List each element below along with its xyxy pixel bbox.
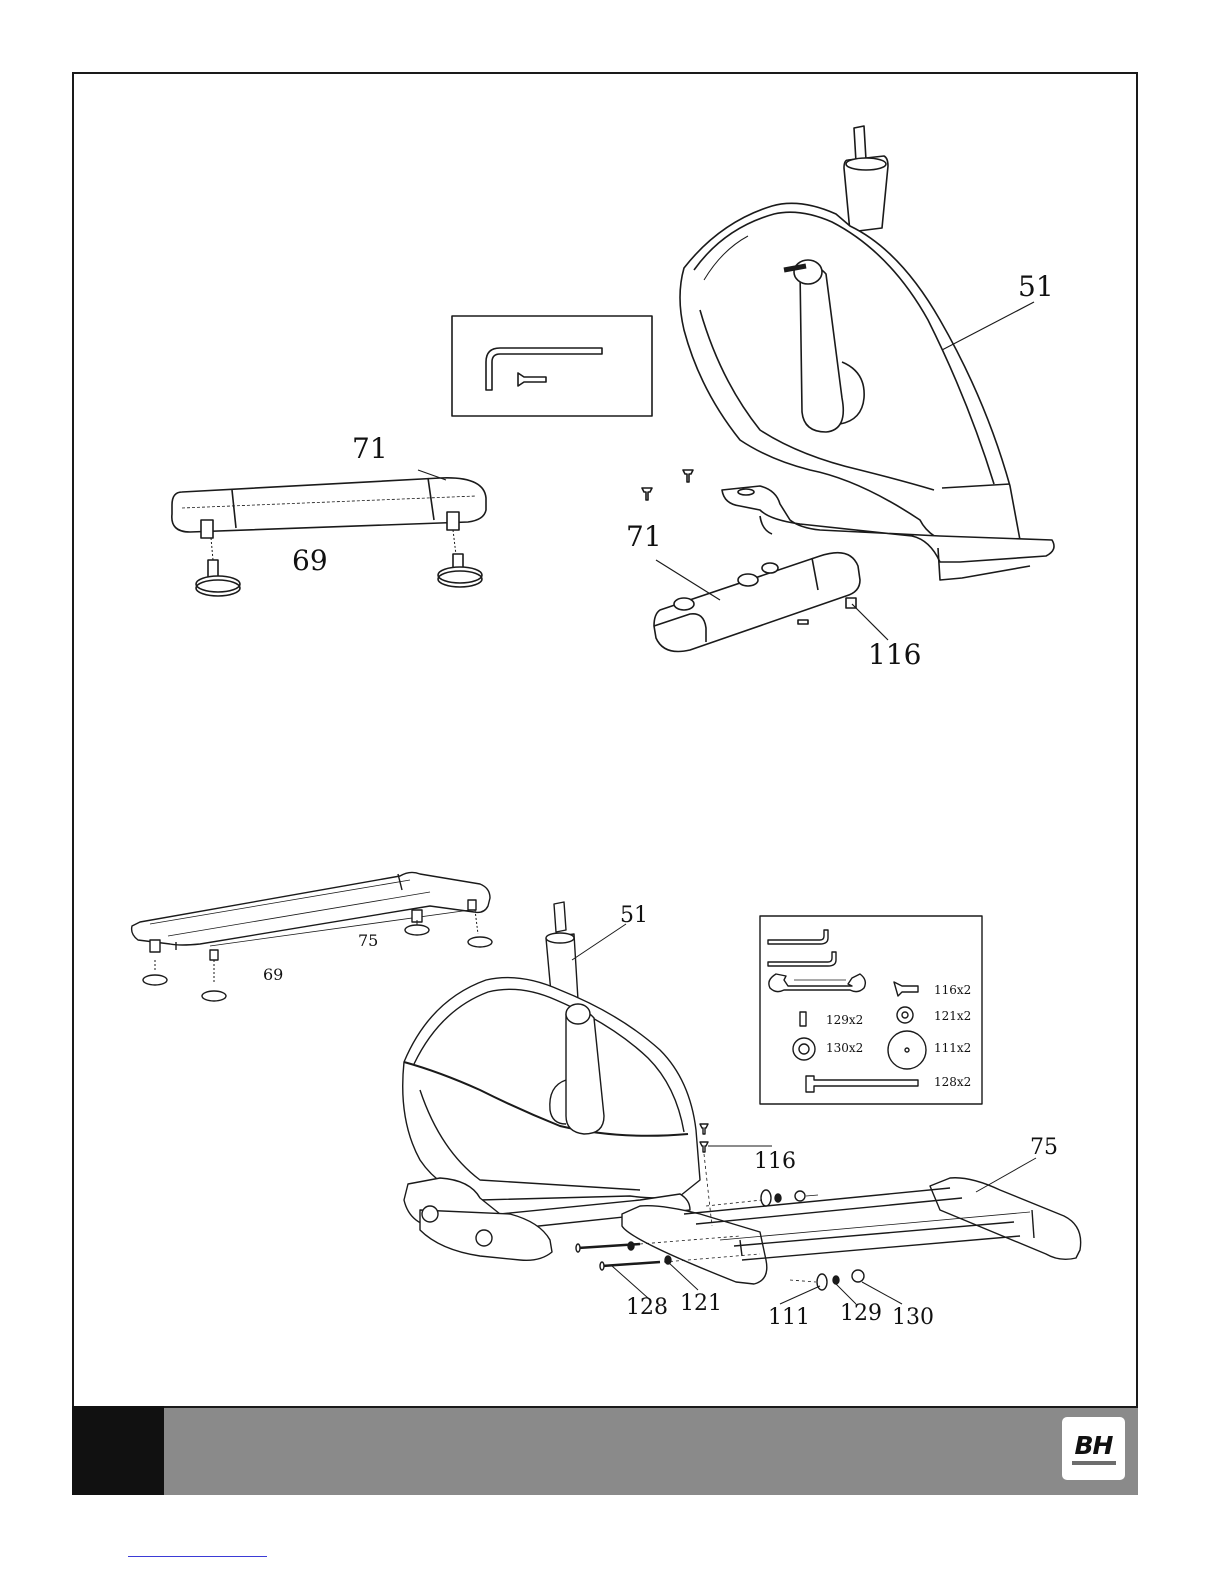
base-75-attached bbox=[622, 1178, 1081, 1284]
stabilizer-75-exploded bbox=[132, 872, 492, 1001]
leader-116-top bbox=[852, 604, 888, 640]
kit-label-129: 129x2 bbox=[826, 1013, 863, 1027]
callout-69-bottom: 69 bbox=[263, 965, 283, 984]
callout-129: 129 bbox=[840, 1301, 882, 1326]
kit-label-111: 111x2 bbox=[934, 1041, 971, 1055]
callout-69-top: 69 bbox=[292, 544, 328, 577]
bh-logo: BH bbox=[1062, 1417, 1125, 1480]
top-bolts bbox=[642, 470, 693, 500]
stabilizer-71-exploded bbox=[172, 478, 486, 596]
leader-71-attached bbox=[656, 560, 720, 600]
leader-121 bbox=[668, 1262, 698, 1290]
footer-bar bbox=[72, 1406, 1138, 1495]
leader-128 bbox=[612, 1266, 648, 1298]
kit-label-116: 116x2 bbox=[934, 983, 971, 997]
top-tool-box bbox=[452, 316, 652, 416]
kit-label-128: 128x2 bbox=[934, 1075, 971, 1089]
callout-51-top: 51 bbox=[1018, 270, 1054, 303]
callout-128: 128 bbox=[626, 1295, 668, 1320]
callout-71-exploded: 71 bbox=[352, 432, 388, 465]
callout-111: 111 bbox=[768, 1305, 810, 1330]
callout-121: 121 bbox=[680, 1291, 722, 1316]
leader-75-bottom bbox=[976, 1158, 1036, 1192]
kit-nut-130-icon bbox=[793, 1038, 815, 1060]
kit-washer-121-icon bbox=[897, 1007, 913, 1023]
callout-71-attached: 71 bbox=[626, 520, 662, 553]
footer-page-block bbox=[72, 1406, 164, 1495]
frame-51-top bbox=[680, 126, 1054, 580]
bh-logo-text: BH bbox=[1075, 1433, 1113, 1458]
leader-51-bottom bbox=[572, 924, 626, 960]
kit-label-130: 130x2 bbox=[826, 1041, 863, 1055]
kit-label-121: 121x2 bbox=[934, 1009, 971, 1023]
kit-washer-111-icon bbox=[888, 1031, 926, 1069]
callout-51-bottom: 51 bbox=[620, 903, 648, 928]
bh-logo-underline bbox=[1072, 1461, 1116, 1465]
bottom-link-underline[interactable] bbox=[128, 1556, 267, 1557]
stabilizer-71-attached bbox=[654, 553, 860, 652]
leader-111 bbox=[780, 1286, 820, 1304]
callout-130: 130 bbox=[892, 1305, 934, 1330]
callout-116-bottom: 116 bbox=[754, 1149, 796, 1174]
callout-75-upper: 75 bbox=[358, 931, 378, 950]
callout-75-bottom: 75 bbox=[1030, 1135, 1058, 1160]
leader-51-top bbox=[942, 302, 1034, 350]
callout-116-top: 116 bbox=[868, 638, 921, 671]
kit-nut-129-icon bbox=[800, 1012, 806, 1026]
